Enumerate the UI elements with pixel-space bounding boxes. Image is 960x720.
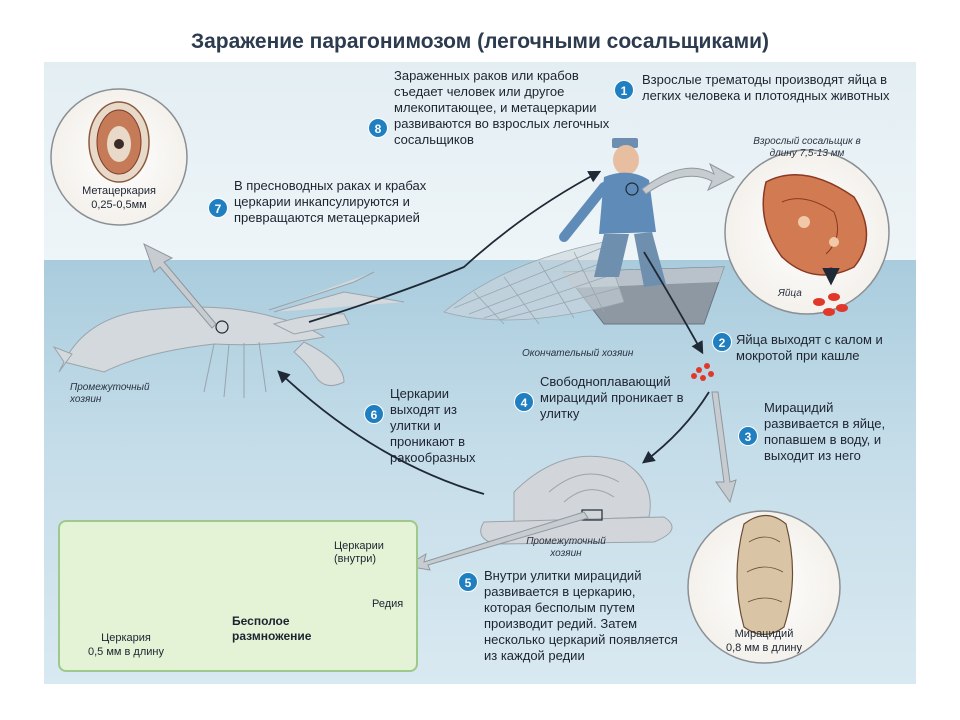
miracidium-label: Мирацидий (734, 628, 794, 640)
fishing-net (443, 241, 625, 325)
miracidium-circle (687, 510, 841, 664)
cercaria-size: 0,5 мм в длину (88, 646, 164, 658)
step-badge-8: 8 (368, 118, 388, 138)
step-text-1: Взрослые трематоды производят яйца в лег… (642, 72, 890, 103)
adult-fluke-circle (724, 149, 890, 316)
diagram-panel: 1 Взрослые трематоды производят яйца в л… (44, 62, 916, 684)
callout-arrows (143, 162, 737, 571)
step-text-5: Внутри улитки мирацидий развивается в це… (484, 568, 678, 663)
redia-label: Редия (372, 598, 404, 610)
step-text-2: Яйца выходят с калом и мокротой при кашл… (736, 332, 883, 363)
step-text-8: Зараженных раков или крабов съедает чело… (394, 68, 610, 147)
lung-marker (625, 182, 639, 196)
crayfish-host-label: Промежуточный хозяин (70, 382, 150, 405)
eggs-label: Яйца (778, 288, 802, 299)
step-text-4: Свободноплавающий мирацидий проникает в … (540, 374, 684, 421)
snail-illustration (480, 455, 673, 545)
step-badge-1: 1 (614, 80, 634, 100)
step-badge-6: 6 (364, 404, 384, 424)
metacercaria-size: 0,25-0,5мм (91, 199, 147, 211)
step-badge-5: 5 (458, 572, 478, 592)
metacercaria-circle (50, 88, 188, 226)
asexual-reproduction-label: Бесполое размножение (232, 614, 312, 643)
diagram-title: Заражение парагонимозом (легочными сосал… (190, 30, 770, 53)
fisherman-illustration (559, 138, 666, 287)
cercaria-label: Церкария (101, 632, 151, 644)
step-text-6: Церкарии выходят из улитки и проникают в… (390, 386, 476, 465)
lifecycle-arrows (277, 170, 710, 495)
step-badge-4: 4 (514, 392, 534, 412)
definitive-host-label: Окончательный хозяин (522, 348, 634, 359)
metacercaria-label: Метацеркария (82, 185, 156, 197)
snail-host-label: Промежуточный хозяин (526, 536, 606, 559)
crayfish-illustration (52, 271, 405, 398)
miracidium-size: 0,8 мм в длину (726, 642, 802, 654)
step-badge-7: 7 (208, 198, 228, 218)
illustration-layer (50, 88, 890, 664)
asexual-reproduction-box (58, 520, 418, 672)
step-text-3: Мирацидий развивается в яйце, попавшем в… (764, 400, 886, 463)
adult-fluke-label: Взрослый сосальщик в длину 7,5-13 мм (753, 136, 861, 159)
step-text-7: В пресноводных раках и крабах церкарии и… (234, 178, 427, 225)
cercariae-inside-label: Церкарии (внутри) (334, 540, 384, 565)
egg-cluster (691, 363, 714, 381)
step-badge-2: 2 (712, 332, 732, 352)
step-badge-3: 3 (738, 426, 758, 446)
